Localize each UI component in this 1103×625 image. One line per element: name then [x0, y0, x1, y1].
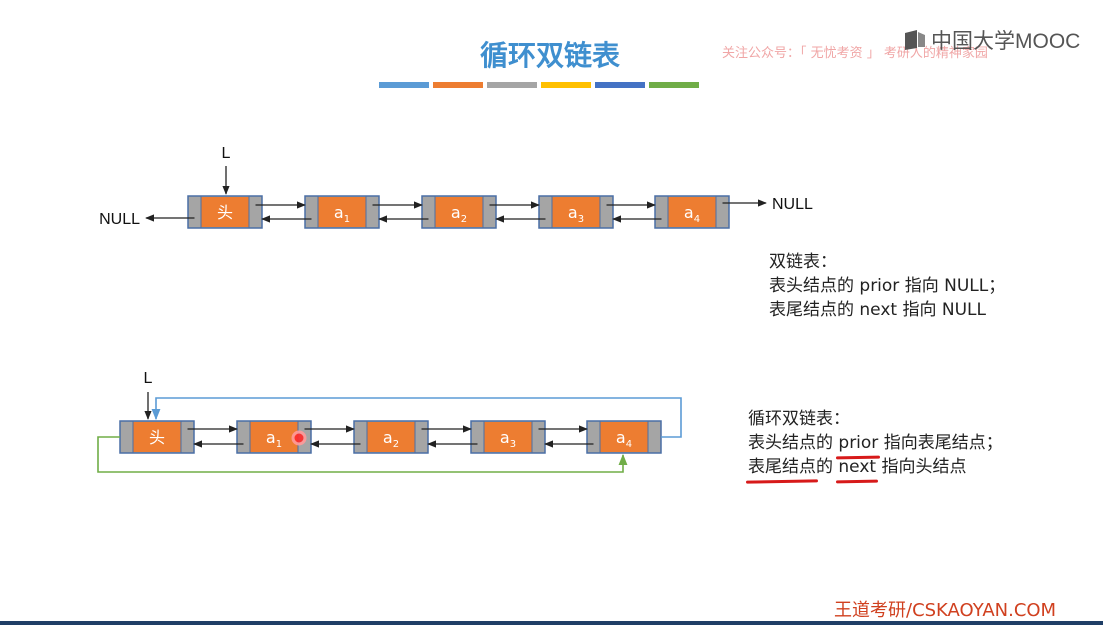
- list-pointer-label: L: [222, 145, 231, 162]
- node-label-subscript: 3: [578, 214, 584, 225]
- watermark-text: 关注公众号：「 无忧考资 」 考研人的精神家园: [722, 46, 988, 61]
- node-data-field: [668, 197, 716, 227]
- node-label-subscript: 3: [510, 439, 516, 450]
- title-color-bar: [487, 82, 537, 88]
- node-data-field: [318, 197, 366, 227]
- node-label: 头: [149, 428, 165, 447]
- node-label-subscript: 1: [344, 214, 350, 225]
- underlined-prior-keyword: prior: [838, 433, 879, 453]
- null-label: NULL: [772, 196, 813, 213]
- node-label-subscript: 2: [461, 214, 467, 225]
- node-data-field: [133, 422, 181, 452]
- node-data-field: [484, 422, 532, 452]
- title-color-bars: [379, 82, 699, 88]
- note-text: 指向头结点: [876, 457, 967, 477]
- title-color-bar: [379, 82, 429, 88]
- null-label: NULL: [99, 211, 140, 228]
- node-label-subscript: 4: [626, 439, 632, 450]
- list-node: a4: [654, 195, 730, 229]
- circular-doubly-linked-list-diagram: 头 a1 a2 a3 a4 L: [97, 370, 682, 473]
- node-label: 头: [217, 203, 233, 222]
- node-data-field: [552, 197, 600, 227]
- node-label-subscript: 2: [393, 439, 399, 450]
- node-data-field: [367, 422, 415, 452]
- list-node: a1: [236, 420, 312, 454]
- list-node: a4: [586, 420, 662, 454]
- title-color-bar: [595, 82, 645, 88]
- note-heading: 双链表：: [769, 252, 837, 272]
- node-label-subscript: 1: [276, 439, 282, 450]
- node-label-subscript: 4: [694, 214, 700, 225]
- node-data-field: [435, 197, 483, 227]
- head-node: 头: [119, 420, 195, 454]
- doubly-linked-note: 双链表： 表头结点的 prior 指向 NULL； 表尾结点的 next 指向 …: [769, 250, 1005, 322]
- note-line-prior: 表头结点的 prior 指向 NULL；: [769, 276, 1006, 296]
- node-data-field: [201, 197, 249, 227]
- list-node: a3: [538, 195, 614, 229]
- title-color-bar: [433, 82, 483, 88]
- note-line-next: 表尾结点的 next 指向头结点: [748, 455, 1003, 479]
- underlined-tail-node-text: 表尾结点: [748, 457, 816, 477]
- circular-prior-arrow: [97, 436, 628, 473]
- note-line-prior: 表头结点的 prior 指向表尾结点；: [748, 431, 1003, 455]
- note-text: 指向表尾结点；: [878, 433, 1003, 453]
- list-node: a3: [470, 420, 546, 454]
- node-data-field: [600, 422, 648, 452]
- note-line-next: 表尾结点的 next 指向 NULL: [769, 300, 986, 320]
- mooc-logo-icon: [905, 30, 925, 50]
- underlined-next-keyword: next: [838, 457, 877, 477]
- slide-title: 循环双链表: [479, 39, 620, 72]
- note-heading: 循环双链表：: [748, 409, 850, 429]
- list-pointer-label: L: [144, 370, 153, 387]
- note-text: 的: [816, 457, 839, 477]
- note-text: 表头结点的: [748, 433, 839, 453]
- title-color-bar: [541, 82, 591, 88]
- bottom-strip: [0, 621, 1103, 625]
- head-node: 头: [187, 195, 263, 229]
- doubly-linked-list-diagram: 头 a1 a2 a3 a4 NULL NULL L: [99, 145, 813, 229]
- list-node: a2: [353, 420, 429, 454]
- laser-pointer-dot: [291, 430, 307, 446]
- mooc-logo: 中国大学MOOC: [903, 25, 1080, 55]
- circular-doubly-linked-note: 循环双链表： 表头结点的 prior 指向表尾结点； 表尾结点的 next 指向…: [748, 407, 1003, 479]
- title-color-bar: [649, 82, 699, 88]
- footer-brand: 王道考研/CSKAOYAN.COM: [834, 600, 1057, 621]
- node-data-field: [250, 422, 298, 452]
- mooc-logo-text: 中国大学MOOC: [931, 30, 1081, 53]
- list-node: a1: [304, 195, 380, 229]
- list-node: a2: [421, 195, 497, 229]
- circular-next-arrow: [151, 397, 682, 438]
